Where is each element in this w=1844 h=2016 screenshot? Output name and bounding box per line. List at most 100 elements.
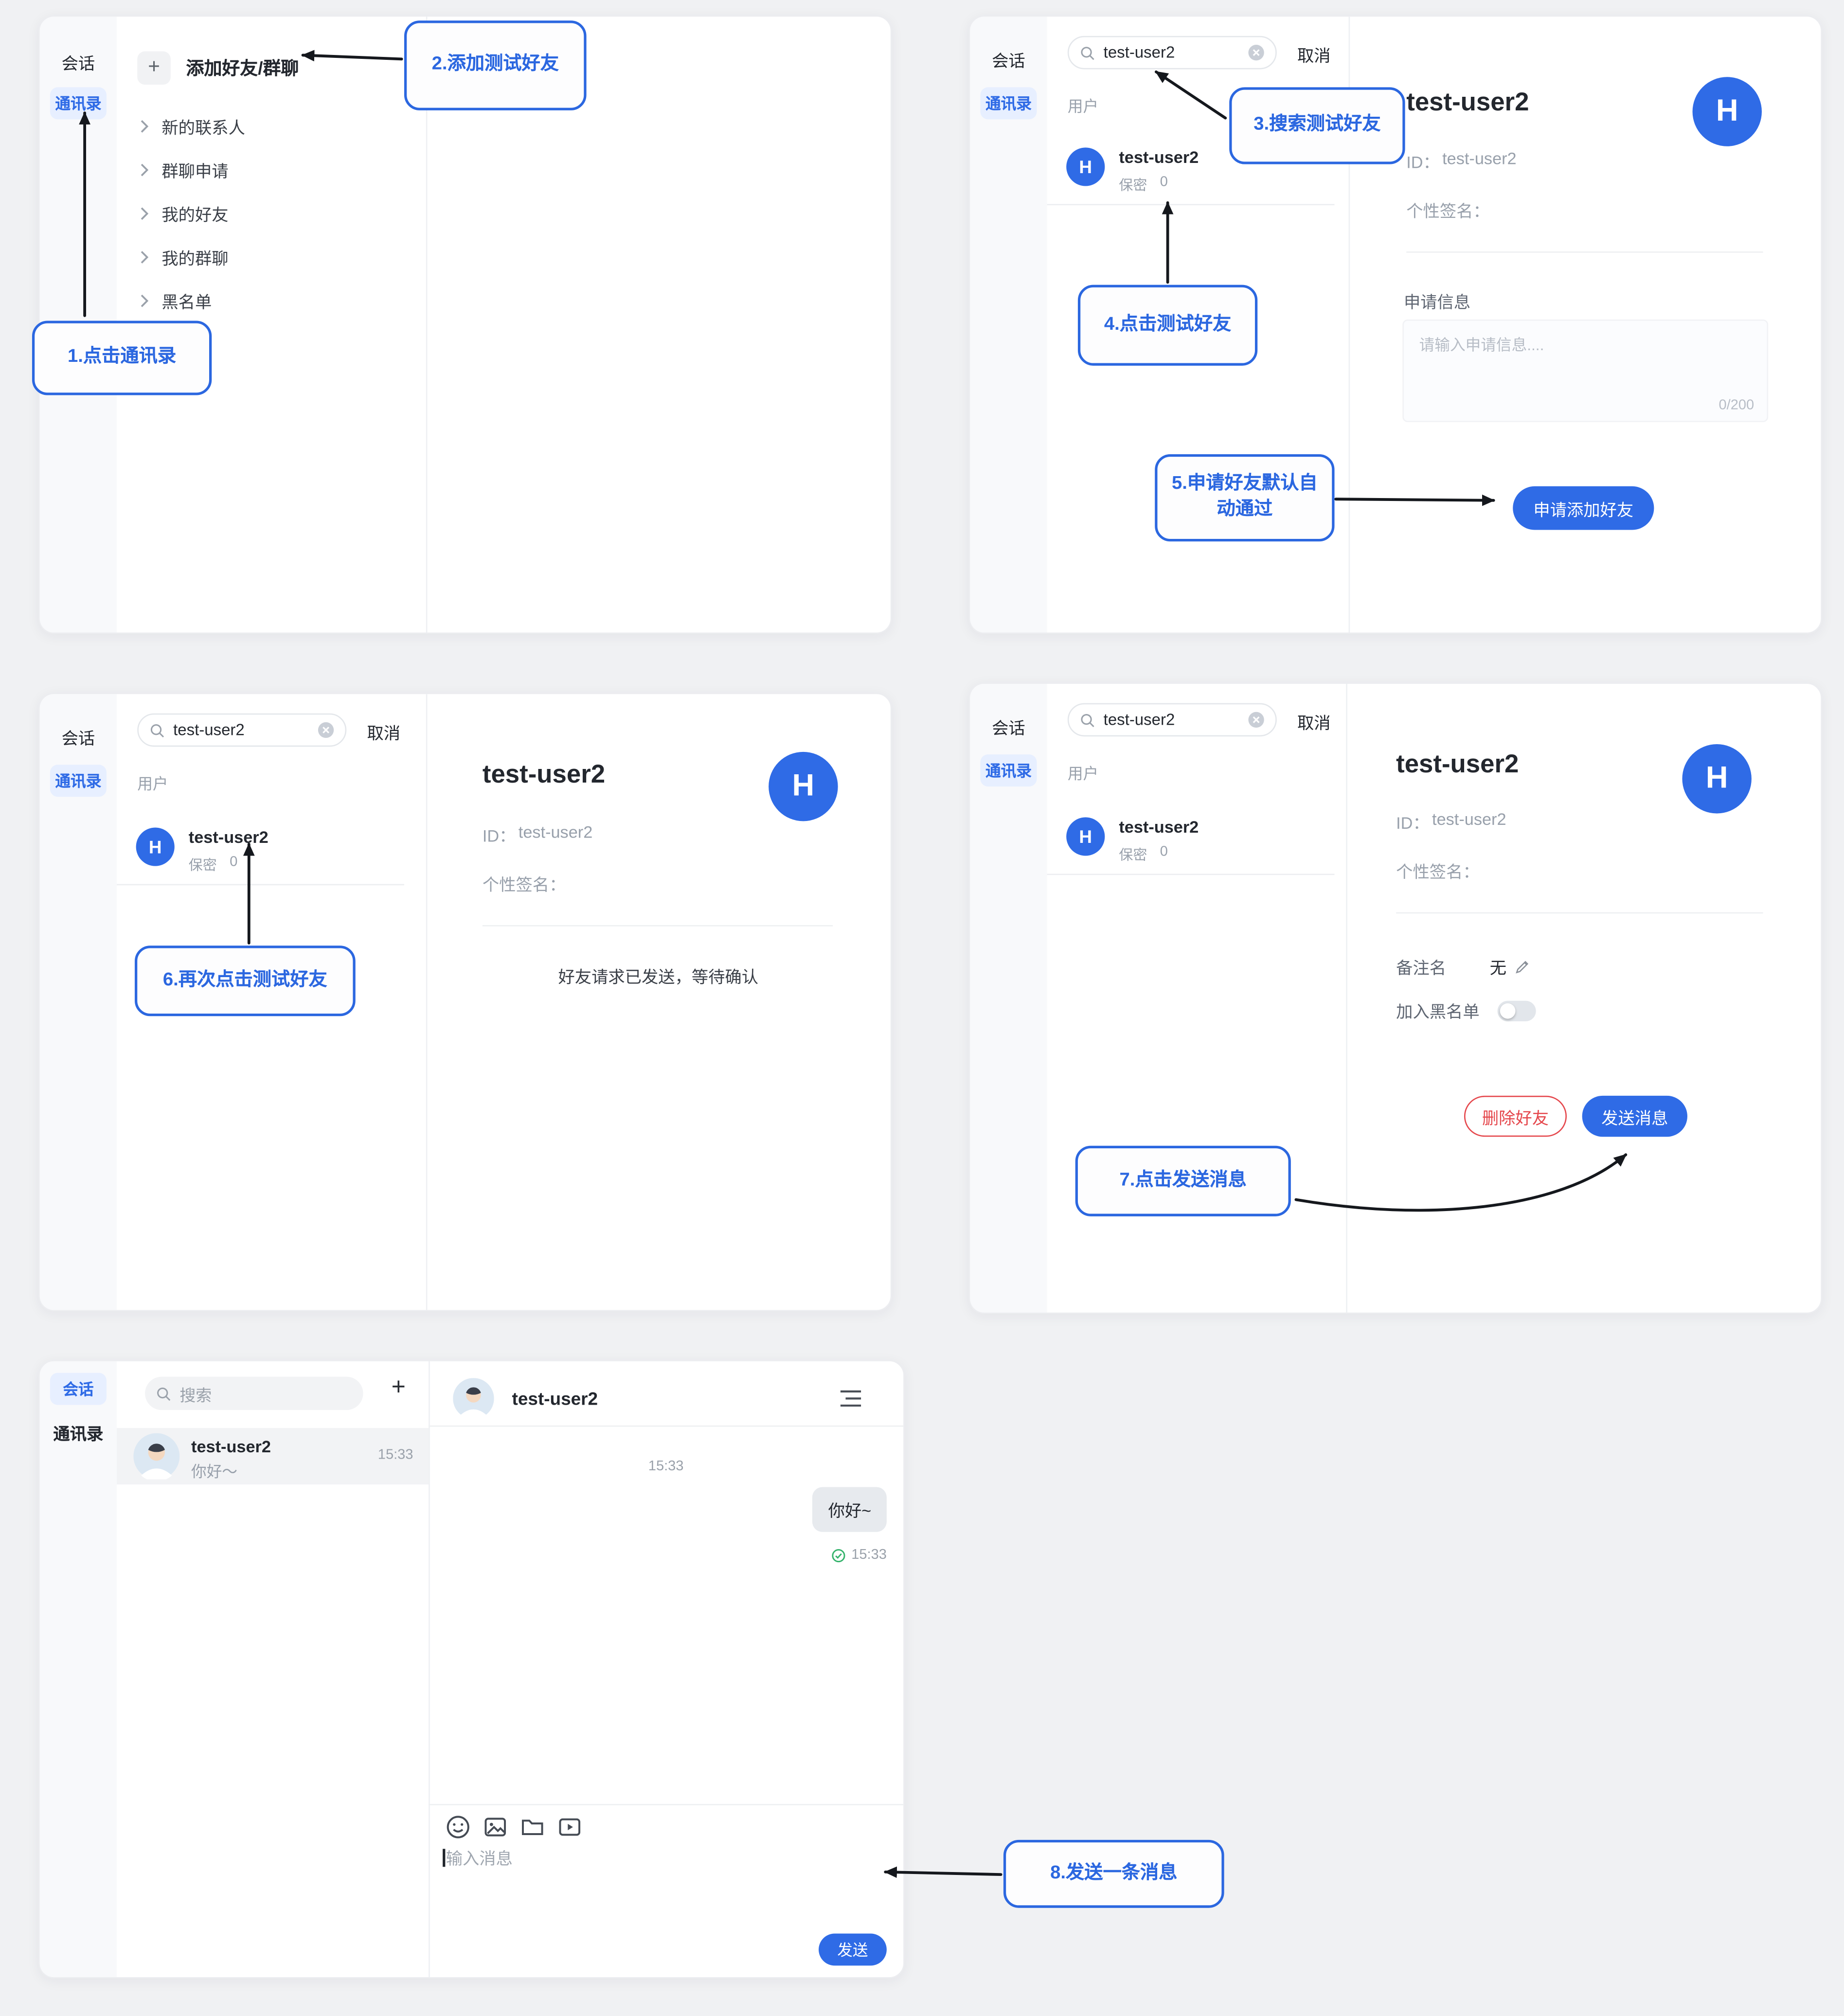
text-caret bbox=[443, 1849, 445, 1867]
sidebar-tab-contacts[interactable]: 通讯录 bbox=[50, 87, 107, 120]
cancel-button[interactable]: 取消 bbox=[1297, 46, 1331, 66]
column-divider bbox=[1348, 17, 1350, 633]
emoji-icon[interactable] bbox=[445, 1814, 471, 1840]
user-name: test-user2 bbox=[1119, 817, 1199, 837]
sidebar-tab-session[interactable]: 会话 bbox=[61, 54, 95, 73]
apply-message-input[interactable]: 请输入申请信息.... 0/200 bbox=[1402, 319, 1769, 422]
profile-name: test-user2 bbox=[1406, 89, 1529, 117]
message-receipt: 15:33 bbox=[832, 1547, 887, 1563]
contacts-item-group-requests[interactable]: 群聊申请 bbox=[140, 153, 229, 186]
conversation-time: 15:33 bbox=[377, 1447, 413, 1463]
column-divider bbox=[426, 17, 428, 633]
profile-avatar: H bbox=[769, 751, 838, 821]
user-count: 0 bbox=[230, 854, 238, 870]
conversation-preview: 你好～ bbox=[191, 1463, 238, 1481]
profile-name: test-user2 bbox=[482, 761, 606, 789]
clear-icon[interactable] bbox=[1247, 44, 1265, 62]
section-divider bbox=[1396, 912, 1763, 914]
edit-pencil-icon[interactable] bbox=[1514, 959, 1531, 975]
compose-toolbar bbox=[445, 1814, 582, 1840]
sidebar-tab-contacts[interactable]: 通讯录 bbox=[50, 765, 107, 797]
user-photo-avatar bbox=[133, 1433, 180, 1480]
send-button[interactable]: 发送 bbox=[819, 1933, 887, 1966]
user-section-label: 用户 bbox=[1067, 765, 1099, 783]
contacts-item-my-friends[interactable]: 我的好友 bbox=[140, 196, 229, 230]
annotation-step-6: 6.再次点击测试好友 bbox=[134, 946, 356, 1017]
toggle-knob bbox=[1500, 1002, 1516, 1018]
image-icon[interactable] bbox=[483, 1814, 508, 1840]
search-result-user[interactable]: H test-user2 保密 0 bbox=[117, 822, 404, 886]
search-result-user[interactable]: H test-user2 保密 0 bbox=[1047, 143, 1335, 206]
app-sidebar: 会话 通讯录 bbox=[970, 17, 1047, 633]
profile-name: test-user2 bbox=[1396, 750, 1519, 779]
column-divider bbox=[1346, 684, 1347, 1313]
chevron-right-icon bbox=[141, 207, 149, 219]
search-placeholder: 搜索 bbox=[179, 1386, 212, 1405]
blacklist-toggle[interactable] bbox=[1497, 1000, 1536, 1021]
contacts-item-blacklist[interactable]: 黑名单 bbox=[140, 284, 212, 317]
request-sent-status: 好友请求已发送，等待确认 bbox=[558, 967, 759, 987]
delete-friend-button[interactable]: 删除好友 bbox=[1464, 1095, 1567, 1137]
conversation-search-input[interactable]: 搜索 bbox=[145, 1376, 363, 1410]
new-chat-plus-button[interactable]: + bbox=[391, 1374, 406, 1401]
annotation-step-2: 2.添加测试好友 bbox=[404, 20, 587, 110]
chat-menu-icon[interactable] bbox=[839, 1388, 862, 1409]
apply-add-friend-button[interactable]: 申请添加好友 bbox=[1513, 486, 1654, 530]
search-value: test-user2 bbox=[1103, 711, 1175, 729]
remark-label: 备注名 bbox=[1396, 958, 1447, 978]
search-icon bbox=[1081, 713, 1094, 727]
contacts-header: + 添加好友/群聊 bbox=[137, 51, 299, 85]
section-divider bbox=[482, 925, 833, 927]
contacts-item-new-contacts[interactable]: 新的联系人 bbox=[140, 109, 245, 143]
user-meta: 保密 0 bbox=[189, 855, 238, 875]
search-input[interactable]: test-user2 bbox=[1067, 703, 1277, 737]
contacts-item-my-groups[interactable]: 我的群聊 bbox=[140, 240, 229, 273]
search-result-user[interactable]: H test-user2 保密 0 bbox=[1047, 812, 1335, 875]
annotation-step-1: 1.点击通讯录 bbox=[32, 321, 212, 395]
chevron-right-icon bbox=[141, 163, 149, 176]
clear-icon[interactable] bbox=[1247, 711, 1265, 729]
chat-title: test-user2 bbox=[512, 1388, 598, 1409]
search-input[interactable]: test-user2 bbox=[137, 713, 347, 747]
blacklist-row: 加入黑名单 bbox=[1396, 998, 1536, 1022]
user-avatar: H bbox=[136, 827, 175, 866]
search-input[interactable]: test-user2 bbox=[1067, 36, 1277, 70]
user-section-label: 用户 bbox=[137, 775, 168, 793]
sidebar-tab-contacts[interactable]: 通讯录 bbox=[980, 87, 1037, 120]
receipt-time: 15:33 bbox=[851, 1547, 887, 1563]
contacts-item-label: 我的群聊 bbox=[161, 248, 229, 268]
sidebar-tab-session[interactable]: 会话 bbox=[61, 729, 95, 748]
chevron-right-icon bbox=[141, 294, 149, 307]
profile-id-label: ID： bbox=[1406, 152, 1440, 172]
user-name: test-user2 bbox=[188, 827, 269, 847]
profile-signature-label: 个性签名： bbox=[1396, 862, 1480, 882]
contacts-item-label: 黑名单 bbox=[161, 292, 212, 311]
screenshot-panel-chat: 会话 通讯录 搜索 + test-user2 你好～ 15:33 test bbox=[38, 1360, 905, 1979]
sidebar-tab-contacts[interactable]: 通讯录 bbox=[53, 1424, 104, 1444]
cancel-button[interactable]: 取消 bbox=[367, 723, 401, 743]
user-avatar: H bbox=[1066, 817, 1105, 856]
sidebar-tab-session[interactable]: 会话 bbox=[992, 718, 1025, 738]
contacts-item-label: 群聊申请 bbox=[161, 161, 229, 180]
message-input[interactable]: 输入消息 bbox=[443, 1845, 513, 1869]
add-friend-group-button[interactable]: + bbox=[137, 51, 171, 85]
folder-icon[interactable] bbox=[519, 1814, 545, 1840]
clear-icon[interactable] bbox=[317, 721, 335, 739]
conversation-list-item[interactable]: test-user2 你好～ 15:33 bbox=[117, 1428, 429, 1485]
sidebar-tab-session[interactable]: 会话 bbox=[992, 51, 1025, 71]
cancel-button[interactable]: 取消 bbox=[1297, 713, 1331, 733]
contacts-header-title: 添加好友/群聊 bbox=[186, 57, 299, 78]
send-message-button[interactable]: 发送消息 bbox=[1582, 1095, 1687, 1137]
user-name: test-user2 bbox=[1119, 147, 1199, 167]
user-meta: 保密 0 bbox=[1119, 844, 1168, 865]
annotation-step-5: 5.申请好友默认自动通过 bbox=[1155, 454, 1335, 542]
video-icon[interactable] bbox=[557, 1814, 583, 1840]
column-divider bbox=[426, 694, 428, 1310]
user-count: 0 bbox=[1160, 174, 1168, 190]
sidebar-tab-session[interactable]: 会话 bbox=[50, 1373, 107, 1405]
sidebar-tab-contacts[interactable]: 通讯录 bbox=[980, 754, 1037, 787]
app-sidebar: 会话 通讯录 bbox=[39, 1361, 117, 1978]
profile-id-row: ID： test-user2 bbox=[1396, 810, 1506, 834]
profile-id-row: ID： test-user2 bbox=[483, 822, 592, 847]
